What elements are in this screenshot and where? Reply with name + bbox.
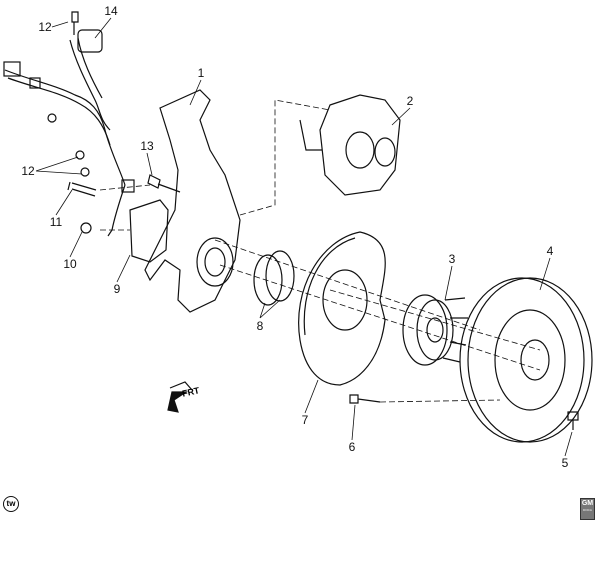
brake-caliper bbox=[299, 94, 401, 196]
callout-11: 11 bbox=[49, 215, 63, 229]
fasteners bbox=[47, 11, 579, 430]
callout-10: 10 bbox=[63, 257, 77, 271]
sensor-bracket bbox=[129, 199, 169, 263]
gm-logo-subtext: DOCA bbox=[583, 508, 592, 512]
callout-12-top: 12 bbox=[38, 20, 52, 34]
wheel-speed-sensor-harness bbox=[3, 29, 135, 237]
splash-shield bbox=[298, 231, 386, 386]
callout-2: 2 bbox=[406, 94, 414, 108]
callout-3: 3 bbox=[448, 252, 456, 266]
assembly-guide-lines bbox=[99, 99, 541, 403]
callout-14: 14 bbox=[104, 4, 118, 18]
wheel-hub-bearing bbox=[402, 294, 468, 366]
seal-rings bbox=[253, 250, 295, 306]
callout-13: 13 bbox=[140, 139, 154, 153]
callout-12: 12 bbox=[21, 164, 35, 178]
callout-5: 5 bbox=[561, 456, 569, 470]
callout-4: 4 bbox=[546, 244, 554, 258]
brake-rotor bbox=[459, 277, 593, 443]
callout-1: 1 bbox=[197, 66, 205, 80]
leader-lines bbox=[35, 17, 573, 457]
front-direction-arrow-outline bbox=[169, 381, 193, 391]
steering-knuckle bbox=[144, 89, 241, 313]
tw-badge-icon: tw bbox=[3, 496, 19, 512]
gm-logo-text: GM bbox=[581, 500, 594, 507]
callout-7: 7 bbox=[301, 413, 309, 427]
callout-8: 8 bbox=[256, 319, 264, 333]
callout-6: 6 bbox=[348, 440, 356, 454]
front-direction-arrow-icon bbox=[167, 391, 188, 413]
callout-9: 9 bbox=[113, 282, 121, 296]
